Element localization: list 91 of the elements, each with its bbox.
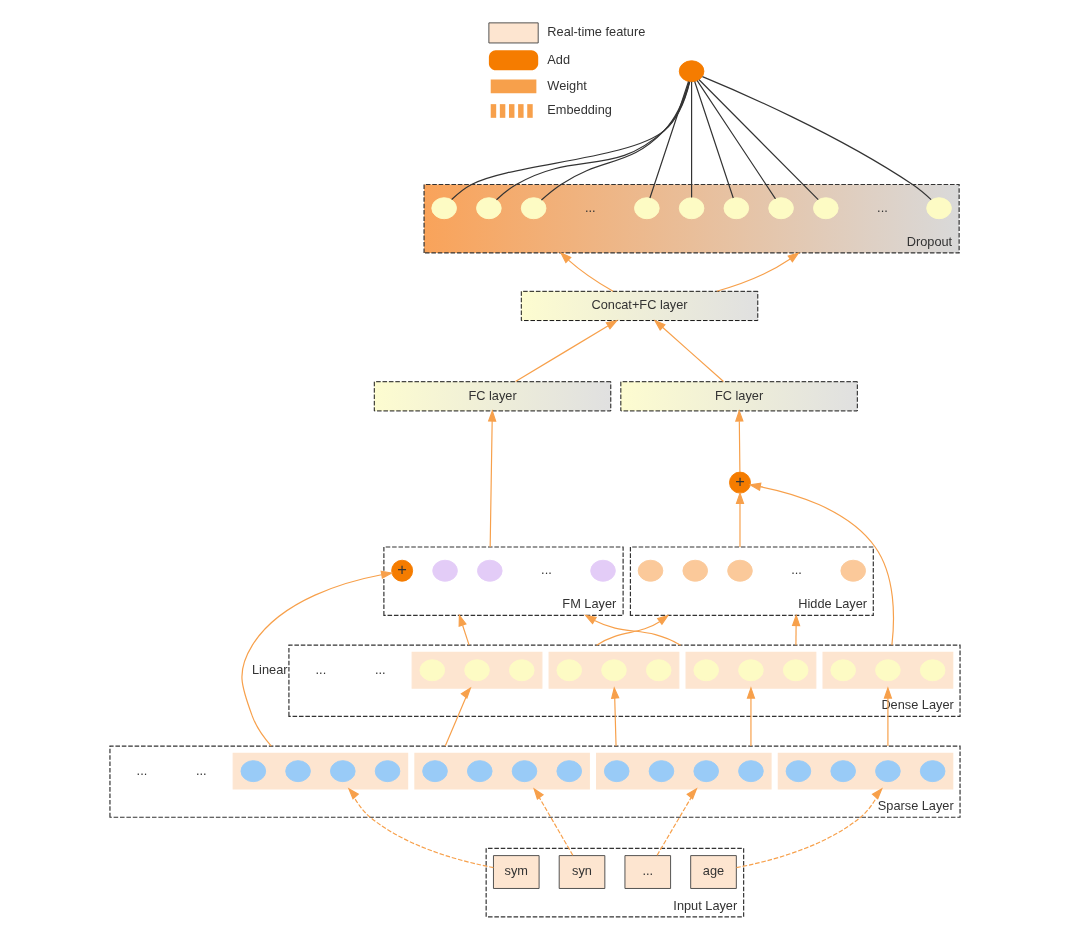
node-box: syn [558, 855, 606, 889]
cluster [411, 651, 543, 689]
node-circle [431, 197, 457, 220]
node-circle [738, 760, 764, 783]
arrow [458, 613, 470, 646]
connector [691, 81, 693, 199]
node-circle [466, 760, 493, 783]
node-circle [556, 760, 583, 783]
node-circle [330, 760, 356, 783]
node-text: ... [374, 661, 386, 677]
arrow [735, 409, 744, 473]
arrow [735, 787, 883, 869]
connector [540, 81, 690, 201]
connector [696, 80, 777, 200]
node-circle [678, 197, 705, 220]
node-box: age [690, 855, 737, 889]
node-circle [919, 760, 946, 783]
node-text: ... [791, 562, 802, 578]
node-circle [637, 559, 664, 582]
node-circle [785, 760, 812, 783]
cluster [414, 752, 590, 790]
node-circle [520, 197, 547, 220]
node-circle [511, 760, 538, 783]
node-box: FC layer [620, 381, 858, 412]
node-circle [813, 197, 839, 220]
node-text: ... [315, 661, 327, 677]
cluster [822, 651, 954, 689]
node-circle [768, 197, 794, 220]
node-box: sym [493, 855, 540, 889]
node-circle [476, 197, 502, 220]
node-box: ... [624, 855, 672, 889]
arrow [514, 319, 619, 383]
node-circle [693, 760, 719, 783]
node-circle [723, 197, 750, 220]
legend-label: Weight [547, 77, 587, 93]
node-circle [682, 559, 709, 582]
arrow [791, 613, 801, 646]
node-circle [875, 760, 901, 783]
arrow [487, 409, 497, 548]
node-circle [634, 197, 660, 220]
node-text: ... [877, 199, 888, 215]
arrow [883, 686, 893, 747]
node-text: ... [541, 562, 552, 578]
arrow [347, 787, 494, 869]
node-circle [240, 760, 267, 783]
node-text: ... [584, 199, 596, 215]
edge-label: Linear [252, 661, 288, 677]
arrow [533, 787, 574, 856]
node-text: ... [136, 762, 148, 778]
arrow [746, 686, 756, 747]
cluster [548, 651, 680, 689]
arrow [716, 251, 800, 292]
cluster [232, 752, 409, 790]
node-circle [830, 760, 856, 783]
node-circle [840, 559, 866, 582]
connector [698, 79, 819, 201]
legend-label: Embedding [547, 102, 612, 118]
node-box: FC layer [373, 381, 612, 412]
node-circle [603, 760, 630, 783]
node-circle [422, 760, 448, 783]
connector [701, 76, 932, 201]
arrow [656, 787, 698, 856]
arrow [444, 686, 472, 747]
node-circle: + [391, 559, 414, 582]
node-circle [374, 760, 401, 783]
arrow [735, 491, 745, 548]
cluster [685, 651, 817, 689]
arrow [610, 686, 620, 747]
connector [495, 81, 691, 201]
cluster [777, 752, 954, 790]
node-circle: + [729, 471, 751, 494]
node-circle [477, 559, 503, 582]
arrow [748, 482, 895, 646]
node-circle [926, 197, 952, 220]
node-text: ... [195, 762, 207, 778]
arrow [559, 251, 614, 292]
node-circle [432, 559, 458, 582]
node-circle [285, 760, 311, 783]
legend-label: Real-time feature [547, 24, 646, 40]
cluster [596, 752, 772, 790]
node-circle [678, 60, 705, 83]
connector [451, 81, 691, 201]
arrow [653, 319, 725, 383]
node-box: Concat+FC layer [520, 290, 759, 321]
arrow [241, 570, 394, 747]
node-circle [648, 760, 675, 783]
legend-label: Add [547, 51, 571, 67]
node-circle [590, 559, 616, 582]
node-circle [727, 559, 753, 582]
arrow [596, 614, 670, 646]
arrow [584, 614, 682, 646]
